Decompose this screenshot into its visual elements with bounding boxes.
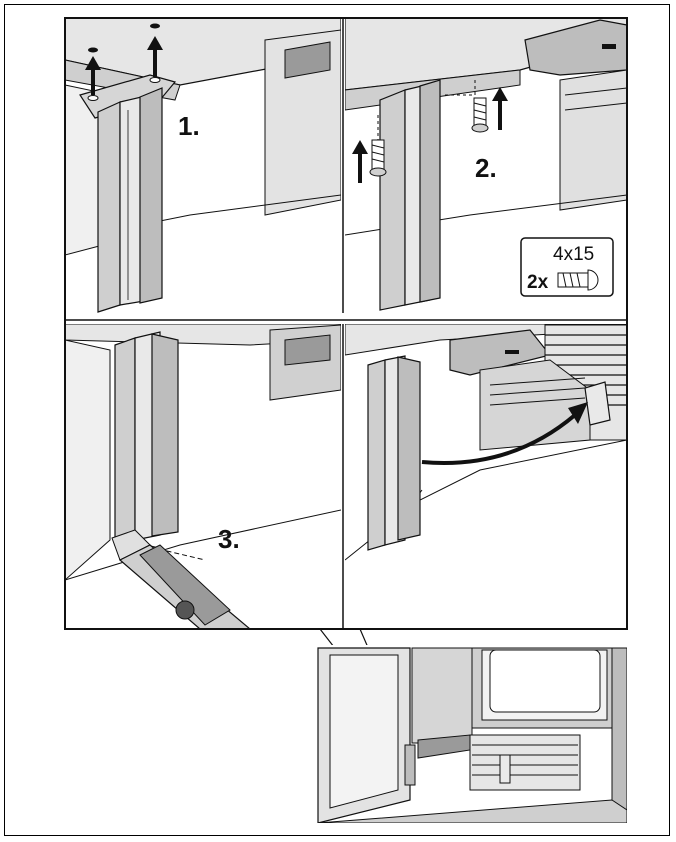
step-number-2: 2. [475, 153, 497, 183]
panel-step-4 [345, 324, 627, 629]
overview-appliance [315, 645, 627, 823]
screw-size: 4x15 [553, 244, 594, 265]
screw-icon [471, 97, 489, 133]
curved-arrow-icon [421, 402, 588, 465]
panel-step-1 [65, 18, 341, 313]
up-arrow-icon [492, 87, 508, 130]
screw-spec-box: 4x15 2x [520, 237, 614, 297]
up-arrow-icon [147, 36, 163, 77]
up-arrow-icon [352, 140, 368, 183]
screw-icon [557, 269, 599, 291]
screw-icon [369, 139, 387, 177]
step-number-1: 1. [178, 111, 200, 141]
utility-knife-icon [111, 529, 251, 629]
screw-count: 2x [527, 272, 549, 293]
panel-step-3 [65, 324, 341, 629]
step-number-3: 3. [218, 524, 240, 554]
up-arrow-icon [85, 56, 101, 95]
page-frame [4, 4, 670, 836]
